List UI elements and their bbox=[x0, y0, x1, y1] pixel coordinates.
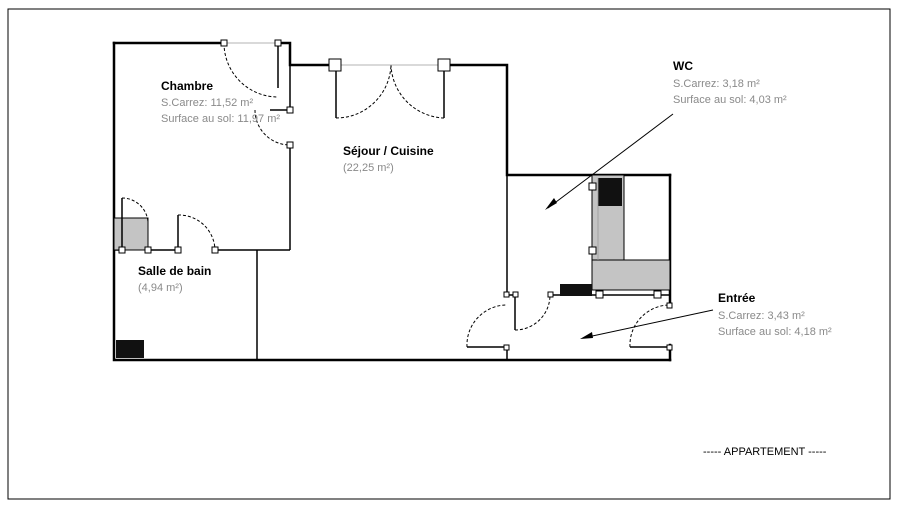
sejour-name: Séjour / Cuisine bbox=[343, 144, 434, 158]
entree-name: Entrée bbox=[718, 291, 756, 305]
doors bbox=[121, 42, 671, 348]
wc-name: WC bbox=[673, 59, 693, 73]
nodes bbox=[118, 39, 673, 351]
salle-de-bain-name: Salle de bain bbox=[138, 264, 211, 278]
entree-surface: Surface au sol: 4,18 m² bbox=[718, 326, 832, 338]
chambre-name: Chambre bbox=[161, 79, 213, 93]
sejour-area: (22,25 m²) bbox=[343, 162, 394, 174]
page-frame bbox=[7, 8, 891, 500]
wc-block bbox=[560, 174, 671, 296]
salle-de-bain-area: (4,94 m²) bbox=[138, 282, 183, 294]
wc-surface: Surface au sol: 4,03 m² bbox=[673, 94, 787, 106]
chambre-scarrez: S.Carrez: 11,52 m² bbox=[161, 97, 253, 109]
legend-label: ----- APPARTEMENT ----- bbox=[703, 446, 827, 458]
entree-scarrez: S.Carrez: 3,43 m² bbox=[718, 310, 805, 322]
annotation-arrows bbox=[545, 113, 714, 339]
walls bbox=[112, 41, 672, 362]
wc-scarrez: S.Carrez: 3,18 m² bbox=[673, 78, 760, 90]
openings bbox=[224, 42, 444, 66]
bathroom-fixtures bbox=[113, 217, 149, 358]
chambre-surface: Surface au sol: 11,97 m² bbox=[161, 113, 280, 125]
